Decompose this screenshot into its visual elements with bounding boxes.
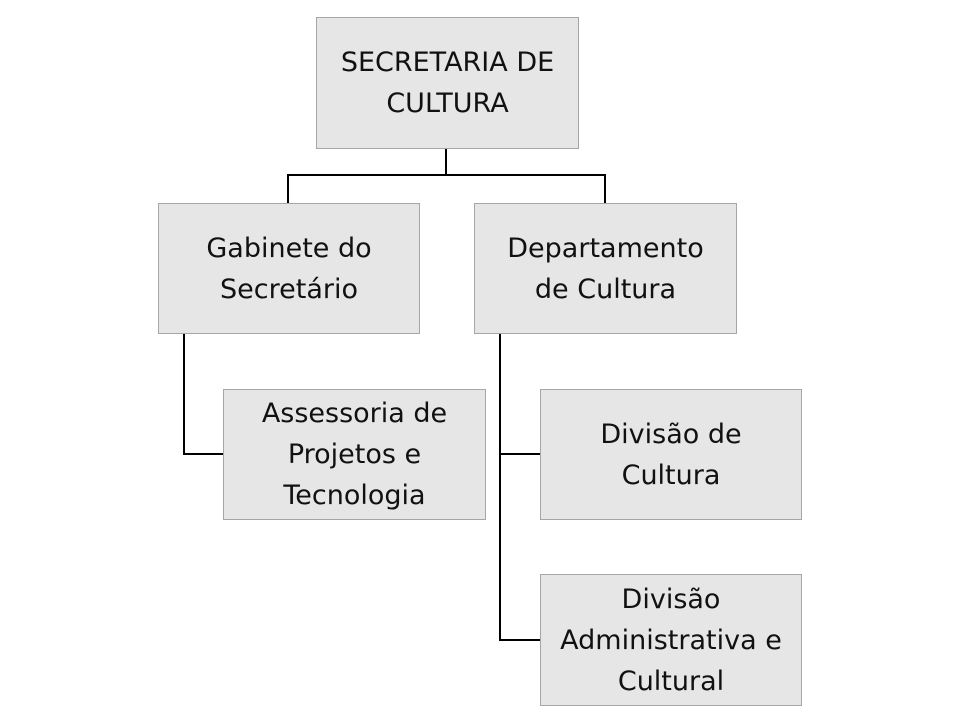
divisao-de-cultura-box: Divisão de Cultura bbox=[540, 389, 802, 520]
connector-root-to-level2 bbox=[287, 148, 606, 203]
secretaria-de-cultura-box: SECRETARIA DE CULTURA bbox=[316, 17, 579, 149]
connector-departamento-to-divisoes bbox=[499, 333, 540, 641]
connector-gabinete-to-assessoria bbox=[183, 333, 223, 455]
divisao-administrativa-e-cultural-box: Divisão Administrativa e Cultural bbox=[540, 574, 802, 706]
departamento-de-cultura-box: Departamento de Cultura bbox=[474, 203, 737, 334]
departamento-de-cultura-label: Departamento de Cultura bbox=[507, 232, 704, 305]
secretaria-de-cultura-label: SECRETARIA DE CULTURA bbox=[340, 47, 555, 119]
gabinete-do-secretario-box: Gabinete do Secretário bbox=[158, 203, 420, 334]
divisao-administrativa-e-cultural-label: Divisão Administrativa e Cultural bbox=[560, 583, 782, 697]
gabinete-do-secretario-label: Gabinete do Secretário bbox=[206, 232, 372, 305]
assessoria-de-projetos-e-tecnologia-box: Assessoria de Projetos e Tecnologia bbox=[223, 389, 486, 520]
divisao-de-cultura-label: Divisão de Cultura bbox=[600, 418, 742, 491]
assessoria-de-projetos-e-tecnologia-label: Assessoria de Projetos e Tecnologia bbox=[261, 398, 448, 511]
